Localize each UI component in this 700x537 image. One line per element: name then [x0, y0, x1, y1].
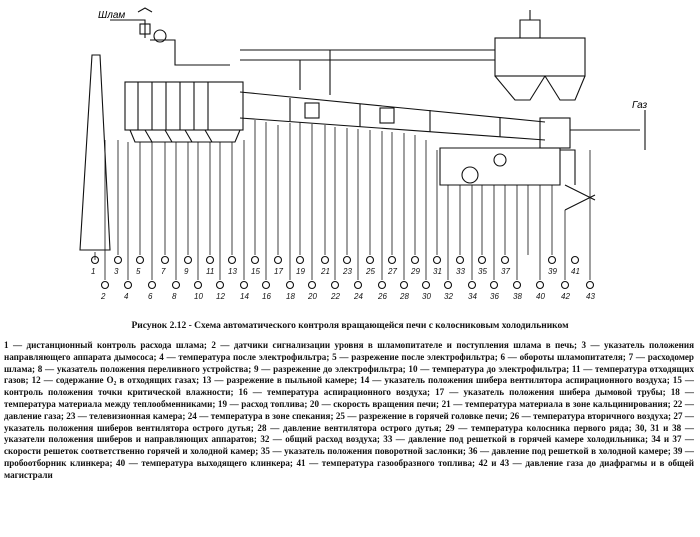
instrument-number-11: 11 [206, 267, 214, 276]
instrument-number-39: 39 [548, 267, 557, 276]
instrument-number-33: 33 [456, 267, 465, 276]
instrument-number-9: 9 [184, 267, 189, 276]
cooler-fan-2 [493, 153, 507, 167]
instrument-number-15: 15 [251, 267, 260, 276]
instrument-number-19: 19 [296, 267, 305, 276]
instrument-number-26: 26 [377, 292, 387, 301]
instrument-number-17: 17 [274, 267, 283, 276]
figure-legend: 1 — дистанционный контроль расхода шлама… [4, 340, 694, 480]
instrument-number-5: 5 [136, 267, 141, 276]
cooler-fan-1 [461, 166, 479, 184]
dust-chamber [129, 129, 241, 143]
instrument-number-1: 1 [91, 267, 95, 276]
instrument-number-37: 37 [501, 267, 510, 276]
instrument-number-21: 21 [320, 267, 330, 276]
signal-lines [94, 120, 591, 280]
instrument-number-40: 40 [536, 292, 545, 301]
instrument-number-32: 32 [444, 292, 453, 301]
instruments-row-2 [100, 280, 595, 290]
instrument-number-16: 16 [262, 292, 271, 301]
instrument-number-10: 10 [194, 292, 203, 301]
instrument-number-34: 34 [468, 292, 477, 301]
instruments-row-1 [90, 255, 580, 265]
instrument-number-24: 24 [353, 292, 363, 301]
instrument-number-23: 23 [342, 267, 352, 276]
instrument-number-31: 31 [433, 267, 442, 276]
instrument-number-8: 8 [172, 292, 177, 301]
instrument-number-6: 6 [148, 292, 153, 301]
instrument-number-35: 35 [478, 267, 487, 276]
instrument-number-29: 29 [410, 267, 420, 276]
grate-cooler [439, 147, 561, 186]
slurry-label: Шлам [98, 10, 125, 21]
rotary-kiln [239, 91, 546, 141]
instrument-number-12: 12 [216, 292, 225, 301]
instrument-number-7: 7 [161, 267, 166, 276]
instrument-number-30: 30 [422, 292, 431, 301]
instrument-number-18: 18 [286, 292, 295, 301]
electrofilter [124, 81, 244, 131]
slurry-feeder [139, 23, 151, 35]
gas-label: Газ [632, 100, 647, 111]
instrument-number-28: 28 [399, 292, 409, 301]
dust-collector [494, 37, 586, 77]
instrument-number-38: 38 [513, 292, 522, 301]
instrument-number-22: 22 [330, 292, 340, 301]
instrument-number-25: 25 [365, 267, 375, 276]
instrument-number-4: 4 [124, 292, 129, 301]
instrument-number-42: 42 [561, 292, 570, 301]
gas-pipe [570, 110, 646, 150]
instrument-number-14: 14 [240, 292, 249, 301]
instrument-number-20: 20 [307, 292, 317, 301]
instrument-number-27: 27 [387, 267, 397, 276]
instrument-number-3: 3 [114, 267, 119, 276]
instrument-number-43: 43 [586, 292, 595, 301]
slurry-pipe [110, 19, 146, 38]
chimney [79, 54, 111, 251]
instrument-number-41: 41 [571, 267, 580, 276]
instrument-number-2: 2 [100, 292, 106, 301]
instrument-number-13: 13 [228, 267, 237, 276]
clinker-crusher [564, 184, 596, 211]
figure-caption: Рисунок 2.12 - Схема автоматического кон… [131, 321, 569, 331]
instrument-number-36: 36 [490, 292, 499, 301]
